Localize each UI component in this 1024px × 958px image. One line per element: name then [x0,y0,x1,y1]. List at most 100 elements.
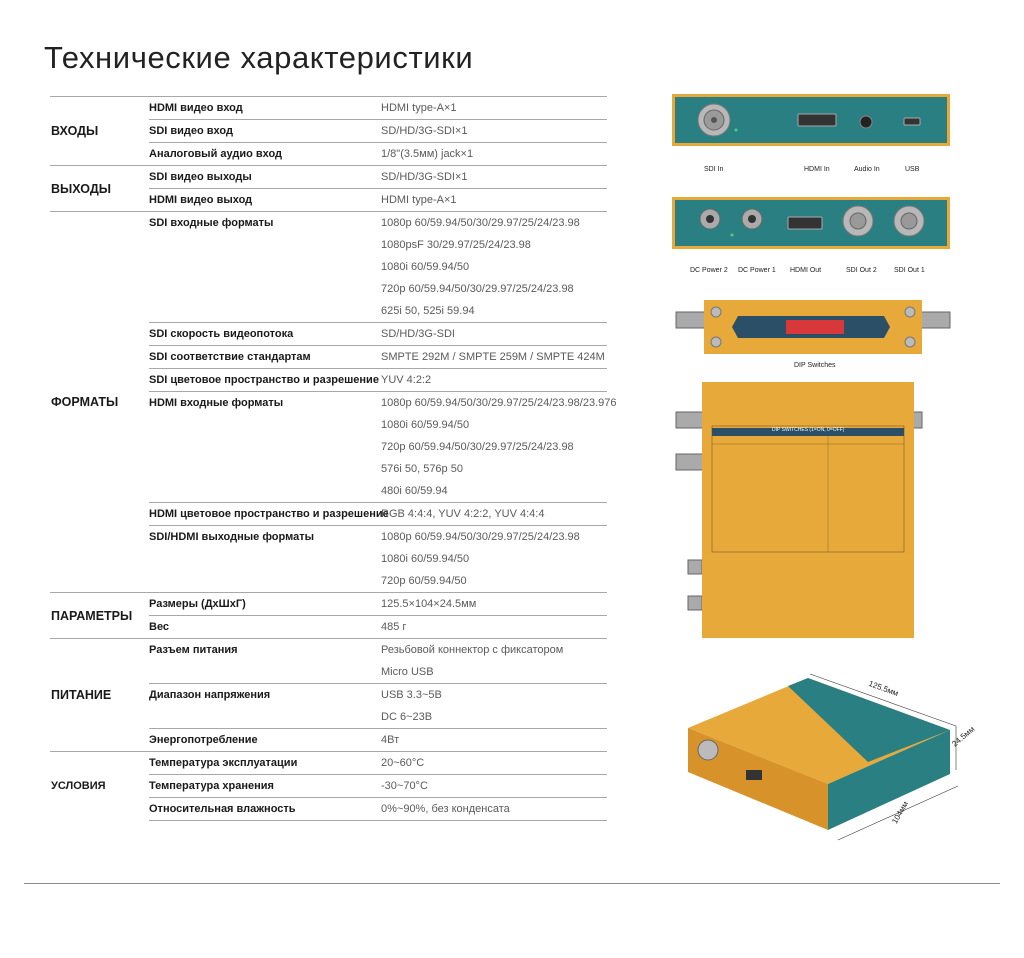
spec-param-name [149,436,381,458]
spec-row: 1080i 60/59.94/50 [50,256,607,278]
bottom-divider [24,883,1000,884]
spec-param-name: SDI соответствие стандартам [149,345,381,369]
spec-param-name: Диапазон напряжения [149,683,381,706]
spec-param-name [149,706,381,729]
spec-row: 625i 50, 525i 59.94 [50,300,607,323]
spec-value: 1080p 60/59.94/50/30/29.97/25/24/23.98 [381,525,607,548]
spec-category: ФОРМАТЫ [50,211,149,593]
spec-param-name: SDI видео вход [149,119,381,143]
dip-panel-view: DIP Switches [668,298,958,376]
spec-param-name: Размеры (ДхШхГ) [149,592,381,616]
label-dc-power-2: DC Power 2 [690,267,728,274]
spec-value: 1080i 60/59.94/50 [381,553,470,565]
spec-param-name [149,414,381,436]
spec-row: 1080i 60/59.94/50 [50,414,607,436]
spec-param-name: Температура хранения [149,774,381,798]
spec-row: 720p 60/59.94/50 [50,570,607,593]
spec-value: SD/HD/3G-SDI×1 [381,119,607,143]
input-panel-view: SDI In HDMI In Audio In USB [672,94,952,180]
spec-value: SD/HD/3G-SDI [381,322,607,346]
spec-value: 1080p 60/59.94/50/30/29.97/25/24/23.98 [381,211,607,234]
spec-value: 1/8"(3.5мм) jack×1 [381,142,607,166]
spec-param-name [149,458,381,480]
spec-category: УСЛОВИЯ [50,751,149,821]
spec-param-name: Разъем питания [149,638,381,661]
top-view: DIP SWITCHES (1=ON, 0=OFF) [668,382,928,642]
spec-row: 720p 60/59.94/50/30/29.97/25/24/23.98 [50,278,607,300]
label-dc-power-1: DC Power 1 [738,267,776,274]
spec-param-name: SDI видео выходы [149,165,381,189]
dip-table-header: DIP SWITCHES (1=ON, 0=OFF) [772,427,845,433]
spec-value: 576i 50, 576p 50 [381,463,463,475]
spec-param-name [149,480,381,503]
spec-param-name: Относительная влажность [149,797,381,821]
output-panel-view: DC Power 2 DC Power 1 HDMI Out SDI Out 2… [672,197,952,281]
spec-param-name [149,661,381,684]
label-hdmi-out: HDMI Out [790,267,822,274]
spec-category: ВЫХОДЫ [50,165,149,212]
spec-param-name: SDI входные форматы [149,211,381,234]
spec-param-name [149,234,381,256]
spec-value: RGB 4:4:4, YUV 4:2:2, YUV 4:4:4 [381,502,607,526]
spec-param-name: HDMI входные форматы [149,391,381,414]
spec-value: 0%~90%, без конденсата [381,797,607,821]
spec-param-name: SDI скорость видеопотока [149,322,381,346]
spec-value: 1080psF 30/29.97/25/24/23.98 [381,239,531,251]
spec-param-name: Вес [149,615,381,639]
spec-category: ВХОДЫ [50,96,149,166]
label-sdi-out-2: SDI Out 2 [846,267,877,274]
spec-param-name [149,278,381,300]
spec-param-name [149,548,381,570]
spec-param-name [149,570,381,593]
label-sdi-in: SDI In [704,166,724,173]
spec-param-name: HDMI видео вход [149,96,381,120]
input-panel-image [672,94,950,146]
output-panel-image [672,197,950,249]
spec-value: 720p 60/59.94/50/30/29.97/25/24/23.98 [381,283,574,295]
spec-value: -30~70°C [381,774,607,798]
spec-value: 485 г [381,615,607,639]
spec-param-name [149,256,381,278]
label-sdi-out-1: SDI Out 1 [894,267,925,274]
page-title: Технические характеристики [44,40,474,75]
spec-row: 480i 60/59.94 [50,480,607,503]
spec-row: Температура хранения-30~70°C [50,774,607,798]
spec-value: HDMI type-A×1 [381,188,607,212]
spec-value: 4Вт [381,728,607,752]
spec-value: 125.5×104×24.5мм [381,592,607,616]
spec-param-name: HDMI видео выход [149,188,381,212]
spec-value: SD/HD/3G-SDI×1 [381,165,607,189]
spec-value: DC 6~23В [381,711,433,723]
spec-value: YUV 4:2:2 [381,368,607,392]
label-audio-in: Audio In [854,166,880,173]
spec-value: 20~60°C [381,751,607,775]
top-view-image [675,382,923,638]
spec-row: 1080psF 30/29.97/25/24/23.98 [50,234,607,256]
spec-row: 720p 60/59.94/50/30/29.97/25/24/23.98 [50,436,607,458]
label-dip-switches: DIP Switches [794,362,836,369]
spec-row: Micro USB [50,661,607,684]
label-hdmi-in: HDMI In [804,166,830,173]
spec-value: 1080i 60/59.94/50 [381,419,470,431]
spec-param-name: Аналоговый аудио вход [149,142,381,166]
spec-value: SMPTE 292M / SMPTE 259M / SMPTE 424M [381,345,607,369]
spec-value: Резьбовой коннектор с фиксатором [381,638,607,661]
spec-value: 625i 50, 525i 59.94 [381,305,475,317]
spec-category: ПИТАНИЕ [50,638,149,752]
spec-row: DC 6~23В [50,706,607,729]
spec-value: 1080p 60/59.94/50/30/29.97/25/24/23.98/2… [381,391,617,414]
